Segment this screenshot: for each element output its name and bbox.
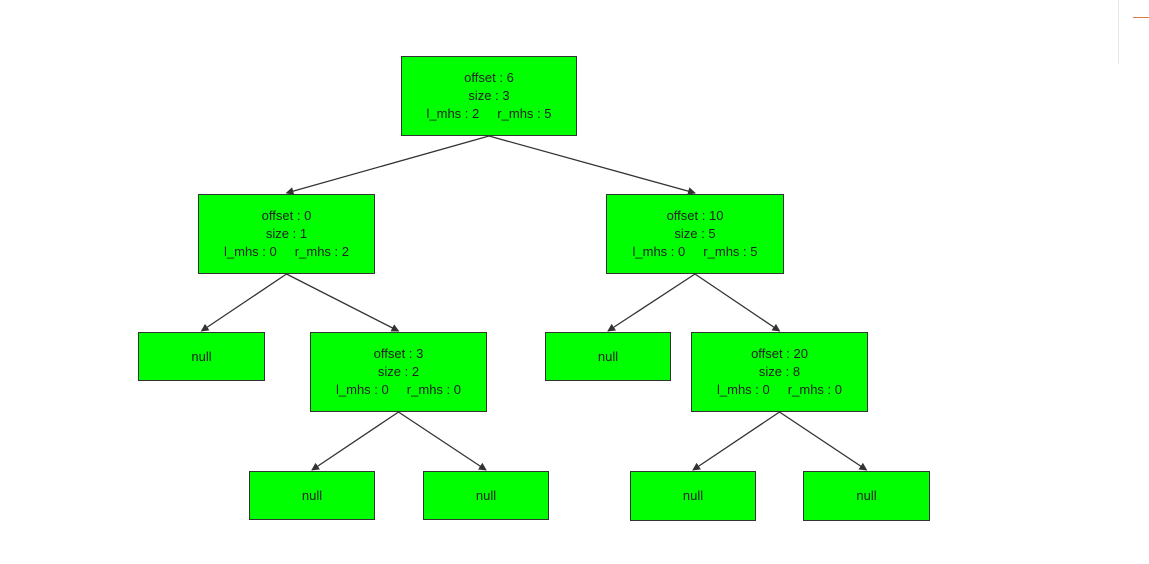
node-mhs-label: l_mhs : 2 r_mhs : 5 bbox=[426, 106, 552, 121]
node-offset-label: offset : 0 bbox=[261, 208, 312, 223]
edge-arrow bbox=[692, 411, 780, 471]
edge-arrow bbox=[311, 411, 399, 471]
edge-arrow bbox=[285, 135, 490, 195]
edge-layer bbox=[200, 135, 868, 471]
node-size-label: size : 2 bbox=[377, 364, 420, 379]
node-size-label: size : 5 bbox=[674, 226, 716, 241]
null-node: null bbox=[803, 471, 930, 521]
node-left: offset : 0 size : 1 l_mhs : 0 r_mhs : 2 bbox=[198, 194, 375, 274]
node-mhs-label: l_mhs : 0 r_mhs : 2 bbox=[224, 244, 349, 259]
edge-arrow bbox=[779, 411, 868, 471]
node-offset-label: offset : 3 bbox=[373, 346, 424, 361]
node-size-label: size : 8 bbox=[758, 364, 801, 379]
node-right-right: offset : 20 size : 8 l_mhs : 0 r_mhs : 0 bbox=[691, 332, 868, 412]
node-root: offset : 6 size : 3 l_mhs : 2 r_mhs : 5 bbox=[401, 56, 577, 136]
null-node: null bbox=[423, 471, 549, 520]
node-mhs-label: l_mhs : 0 r_mhs : 0 bbox=[336, 382, 461, 397]
edge-arrow bbox=[398, 411, 487, 471]
edge-arrow bbox=[488, 135, 696, 195]
window-divider bbox=[1118, 0, 1119, 64]
minimize-icon[interactable] bbox=[1133, 17, 1149, 18]
null-node: null bbox=[630, 471, 756, 521]
node-left-right: offset : 3 size : 2 l_mhs : 0 r_mhs : 0 bbox=[310, 332, 487, 412]
node-mhs-label: l_mhs : 0 r_mhs : 5 bbox=[632, 244, 758, 259]
edge-arrow bbox=[694, 273, 781, 332]
null-node: null bbox=[249, 471, 375, 520]
null-label: null bbox=[682, 488, 704, 503]
node-offset-label: offset : 20 bbox=[751, 346, 808, 361]
null-label: null bbox=[597, 348, 619, 364]
node-offset-label: offset : 6 bbox=[464, 70, 514, 85]
edge-arrow bbox=[286, 273, 400, 332]
null-label: null bbox=[301, 487, 323, 503]
edge-arrow bbox=[200, 273, 287, 332]
null-label: null bbox=[856, 488, 877, 503]
node-size-label: size : 1 bbox=[265, 226, 308, 241]
null-label: null bbox=[191, 348, 212, 364]
null-label: null bbox=[475, 487, 497, 503]
node-size-label: size : 3 bbox=[468, 88, 510, 103]
node-offset-label: offset : 10 bbox=[666, 208, 724, 223]
edge-arrow bbox=[607, 273, 696, 332]
node-mhs-label: l_mhs : 0 r_mhs : 0 bbox=[717, 382, 842, 397]
null-node: null bbox=[545, 332, 671, 381]
null-node: null bbox=[138, 332, 265, 381]
node-right: offset : 10 size : 5 l_mhs : 0 r_mhs : 5 bbox=[606, 194, 784, 274]
